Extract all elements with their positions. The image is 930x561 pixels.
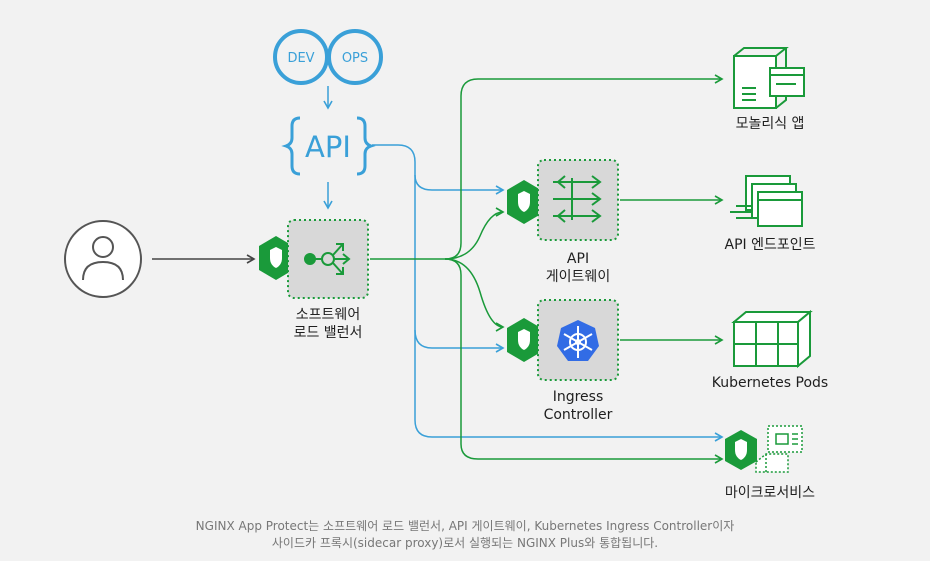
load-balancer-label-line1: 소프트웨어 [295,307,361,323]
api-endpoint-icon [730,175,803,227]
monolith-label: 모놀리식 앱 [735,116,805,132]
devops-icon: DEV OPS [273,29,383,85]
caption-line2: 사이드카 프록시(sidecar proxy)로서 실행되는 NGINX Plu… [271,536,659,550]
user-icon [64,220,142,298]
microservices-label: 마이크로서비스 [724,485,816,501]
pods-icon [731,309,813,369]
microservice-icon [755,425,803,473]
k8s-pods-label: Kubernetes Pods [711,375,829,391]
ingress-label-line2: Controller [543,407,613,423]
api-text: API [305,130,351,164]
shield-icon [259,236,293,280]
ops-label: OPS [342,51,368,66]
load-balancer-label-line2: 로드 밸런서 [293,325,363,341]
dev-label: DEV [287,51,314,66]
caption-line1: NGINX App Protect는 소프트웨어 로드 밸런서, API 게이트… [195,519,735,533]
kubernetes-icon [557,320,599,361]
load-balancer-icon [304,243,351,275]
ingress-shield-icon [507,318,541,362]
api-braces-icon: API [281,116,376,176]
api-gateway-label-line1: API [566,251,590,267]
api-endpoints-label: API 엔드포인트 [724,237,816,253]
load-balancer-box [287,219,369,299]
ingress-label: Ingress Controller [518,388,638,424]
api-gateway-icon [553,175,602,223]
api-gateway-label-line2: 게이트웨이 [545,269,611,285]
server-icon [733,47,805,109]
api-gateway-shield-icon [507,180,541,224]
api-blue-connectors [372,144,724,442]
microservice-shield-icon [725,430,757,470]
ingress-label-line1: Ingress [552,389,604,405]
load-balancer-label: 소프트웨어 로드 밸런서 [268,306,388,342]
api-gateway-label: API 게이트웨이 [518,250,638,286]
lb-green-connectors [370,74,724,464]
